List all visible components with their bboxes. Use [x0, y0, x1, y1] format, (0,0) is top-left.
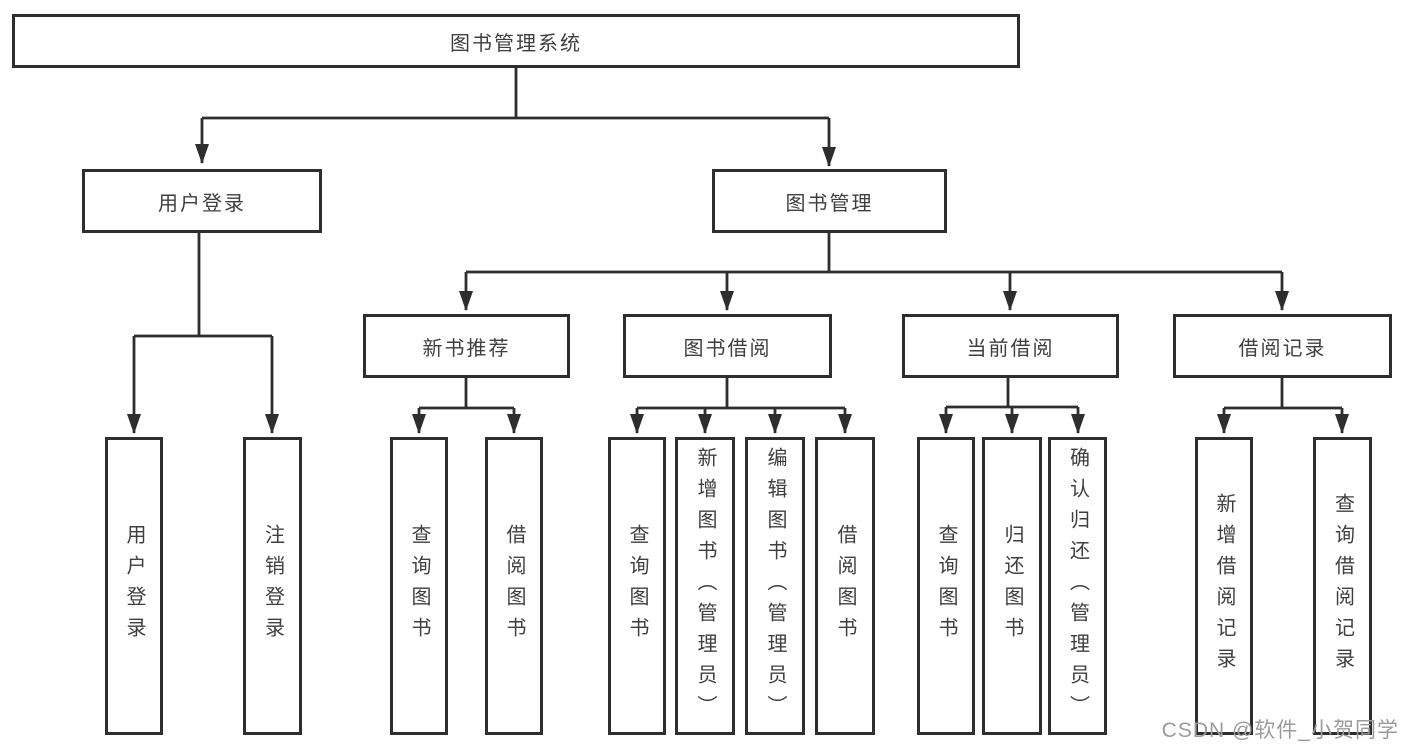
- leaf-edit-book-admin: 编辑图书（管理员）: [745, 437, 805, 735]
- leaf-confirm-return-admin-label: 确认归还（管理员）: [1066, 446, 1089, 726]
- connector-borrowing-records-trunk: [1224, 378, 1342, 410]
- node-book-management: 图书管理: [712, 169, 947, 233]
- leaf-add-borrow-record-label: 新增借阅记录: [1213, 493, 1235, 679]
- connector-user-login-trunk: [134, 233, 272, 338]
- leaf-logout: 注销登录: [243, 437, 302, 735]
- connector-book-borrowing-trunk: [637, 378, 845, 410]
- leaf-confirm-return-admin: 确认归还（管理员）: [1048, 437, 1107, 735]
- leaf-query-books-borrowing-label: 查询图书: [626, 524, 648, 648]
- leaf-query-borrow-record: 查询借阅记录: [1313, 437, 1372, 735]
- connector-root-trunk: [202, 68, 829, 120]
- leaf-borrow-books: 借阅图书: [815, 437, 875, 735]
- leaf-add-book-admin: 新增图书（管理员）: [675, 437, 735, 735]
- leaf-query-books-borrowing: 查询图书: [608, 437, 666, 735]
- node-current-borrowing-label: 当前借阅: [966, 337, 1055, 360]
- node-user-login: 用户登录: [82, 169, 322, 233]
- leaf-user-login: 用户登录: [105, 437, 163, 735]
- node-new-book-recommendation: 新书推荐: [363, 314, 570, 378]
- csdn-watermark: CSDN @软件_小贺同学: [1161, 719, 1399, 742]
- leaf-add-borrow-record: 新增借阅记录: [1195, 437, 1253, 735]
- node-book-borrowing-label: 图书借阅: [683, 337, 772, 360]
- leaf-return-books-label: 归还图书: [1001, 524, 1023, 648]
- leaf-query-books-recommend-label: 查询图书: [408, 524, 430, 648]
- leaf-logout-label: 注销登录: [261, 524, 284, 648]
- leaf-borrow-books-label: 借阅图书: [834, 524, 856, 648]
- node-new-book-recommendation-label: 新书推荐: [422, 337, 511, 360]
- node-borrowing-records-label: 借阅记录: [1238, 337, 1327, 360]
- leaf-add-book-admin-label: 新增图书（管理员）: [694, 446, 716, 726]
- leaf-query-borrow-record-label: 查询借阅记录: [1331, 493, 1354, 679]
- connector-book-management-trunk: [466, 233, 1282, 274]
- node-book-borrowing: 图书借阅: [623, 314, 832, 378]
- leaf-query-books-recommend: 查询图书: [390, 437, 448, 735]
- connector-new-book-trunk: [419, 378, 514, 410]
- node-book-management-label: 图书管理: [785, 192, 874, 215]
- node-root-label: 图书管理系统: [450, 32, 582, 55]
- node-user-login-label: 用户登录: [158, 192, 246, 215]
- node-root: 图书管理系统: [12, 14, 1020, 68]
- leaf-borrow-books-recommend: 借阅图书: [485, 437, 543, 735]
- leaf-query-books-current-label: 查询图书: [935, 524, 957, 648]
- leaf-query-books-current: 查询图书: [917, 437, 975, 735]
- leaf-edit-book-admin-label: 编辑图书（管理员）: [764, 446, 786, 726]
- connector-current-borrowing-trunk: [946, 378, 1078, 409]
- leaf-user-login-label: 用户登录: [123, 524, 145, 648]
- leaf-return-books: 归还图书: [982, 437, 1042, 735]
- leaf-borrow-books-recommend-label: 借阅图书: [503, 524, 525, 648]
- node-borrowing-records: 借阅记录: [1173, 314, 1392, 378]
- node-current-borrowing: 当前借阅: [902, 314, 1119, 378]
